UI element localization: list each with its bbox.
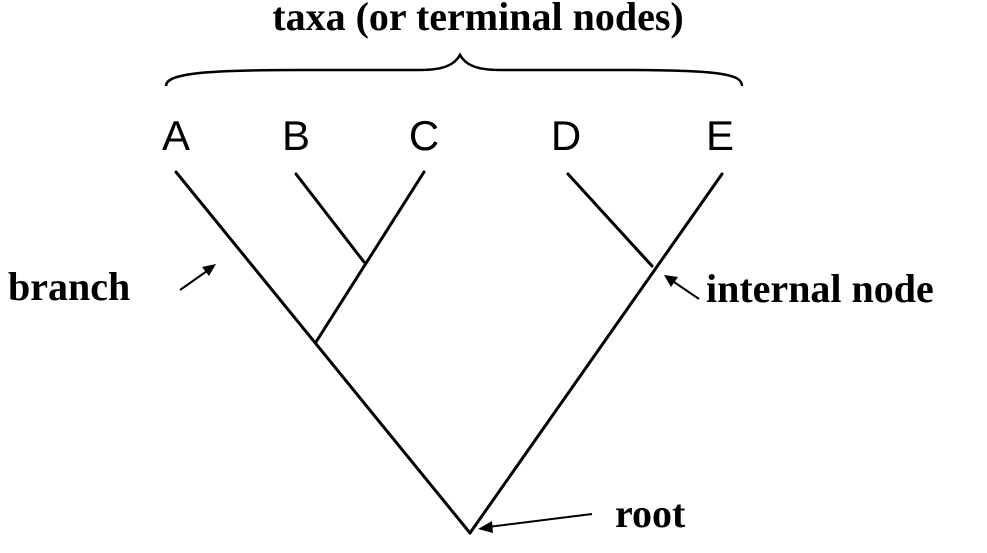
taxon-label-d: D <box>551 112 581 159</box>
branch-arrow <box>179 264 216 291</box>
branch-bc-clade <box>314 170 426 344</box>
branch-a <box>174 170 472 535</box>
branch-annotation-label: branch <box>8 264 130 309</box>
taxa-title: taxa (or terminal nodes) <box>272 0 683 39</box>
taxon-label-e: E <box>706 112 734 159</box>
branch-d <box>566 172 654 268</box>
taxa-brace <box>164 52 744 87</box>
branch-e <box>468 172 724 535</box>
taxon-label-b: B <box>282 112 310 159</box>
branch-b <box>294 172 366 264</box>
taxon-label-a: A <box>162 112 190 159</box>
root-arrow <box>478 513 593 533</box>
internal-node-arrow <box>664 275 700 300</box>
root-annotation-label: root <box>615 491 686 536</box>
internal-node-annotation-label: internal node <box>706 266 934 311</box>
taxon-label-c: C <box>409 112 439 159</box>
